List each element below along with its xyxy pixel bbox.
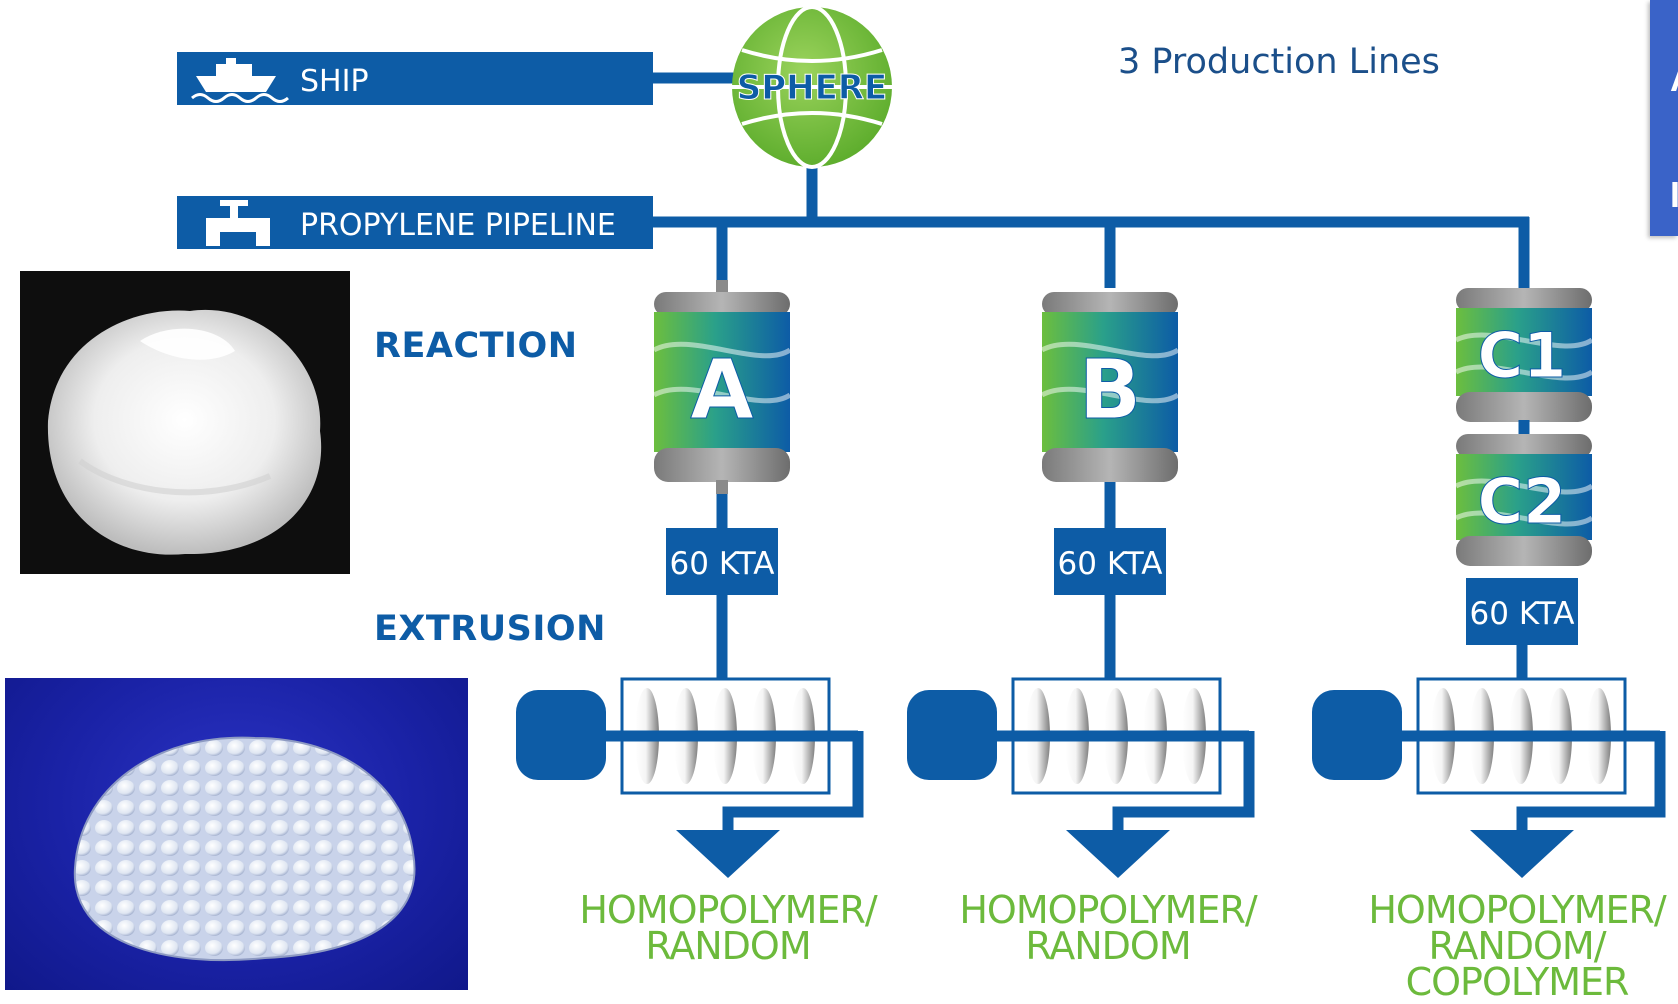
sphere-label: SPHERE: [737, 68, 888, 108]
reactor-c2: C2: [1454, 434, 1594, 566]
extruder-b: [907, 677, 1255, 878]
reactor-b-label: B: [1079, 343, 1142, 438]
line-a: A 60 KTA: [516, 280, 864, 878]
extruder-c: [1312, 677, 1666, 878]
storage-sphere: SPHERE: [732, 5, 892, 169]
product-a-line2: RANDOM: [645, 924, 811, 968]
extruder-a: [516, 677, 864, 878]
capacity-badge-c: 60 KTA: [1466, 578, 1578, 645]
capacity-c: 60 KTA: [1470, 596, 1575, 632]
reactor-c2-label: C2: [1478, 465, 1567, 538]
polypropylene-pellets-photo: [5, 678, 468, 990]
corner-panel-bottom-text: I: [1670, 174, 1678, 215]
product-c-line1: HOMOPOLYMER/: [1368, 888, 1666, 932]
product-a-label: HOMOPOLYMER/ RANDOM: [568, 888, 888, 968]
pipeline-label: PROPYLENE PIPELINE: [300, 208, 616, 243]
line-b: B 60 KTA: [907, 292, 1255, 878]
reactor-b: B: [1040, 292, 1180, 482]
faucet-icon: [206, 200, 270, 246]
product-b-label: HOMOPOLYMER/ RANDOM: [948, 888, 1268, 968]
line-c: C1 C2 60 KTA: [1312, 288, 1666, 878]
product-c-label: HOMOPOLYMER/ RANDOM/ COPOLYMER: [1352, 888, 1678, 1004]
reactor-c1: C1: [1454, 288, 1594, 422]
reactor-a: A: [652, 280, 792, 494]
product-b-line2: RANDOM: [1025, 924, 1191, 968]
ship-icon: [191, 58, 289, 103]
extrusion-stage-label: EXTRUSION: [374, 609, 606, 649]
ship-source: [177, 52, 740, 105]
production-lines-heading: 3 Production Lines: [1118, 42, 1440, 82]
reaction-stage-label: REACTION: [374, 326, 578, 366]
capacity-b: 60 KTA: [1058, 546, 1163, 582]
product-a-line1: HOMOPOLYMER/: [579, 888, 877, 932]
ship-label: SHIP: [300, 64, 369, 99]
polypropylene-powder-photo: [20, 271, 350, 574]
capacity-badge-b: 60 KTA: [1054, 528, 1166, 595]
pipeline-source: [177, 196, 653, 249]
product-c-line3: COPOLYMER: [1405, 960, 1630, 1004]
corner-panel: A I: [1650, 0, 1678, 236]
corner-panel-top-text: A: [1670, 58, 1678, 100]
product-c-line2: RANDOM/: [1428, 924, 1606, 968]
capacity-badge-a: 60 KTA: [666, 528, 778, 595]
reactor-a-label: A: [690, 343, 754, 438]
reactor-c1-label: C1: [1478, 319, 1567, 392]
capacity-a: 60 KTA: [670, 546, 775, 582]
product-b-line1: HOMOPOLYMER/: [959, 888, 1257, 932]
